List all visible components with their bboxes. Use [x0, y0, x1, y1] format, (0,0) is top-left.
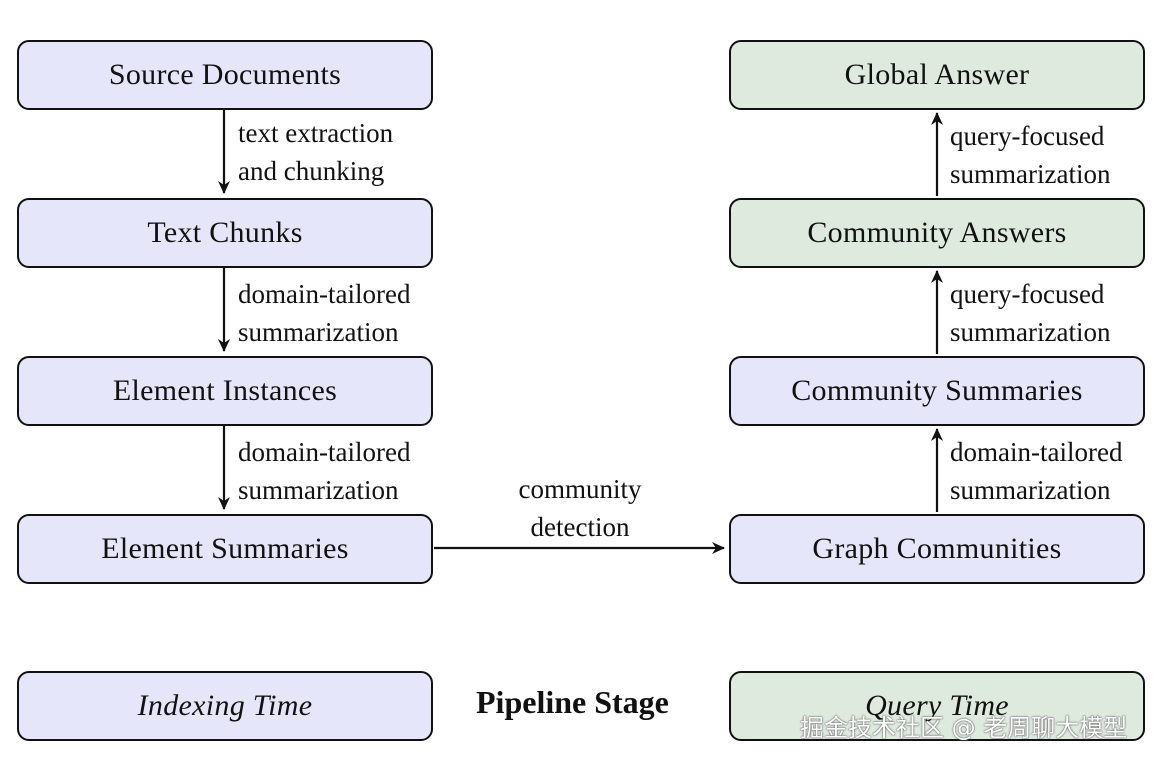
edge-label-chunks-summarization: domain-tailored summarization — [238, 275, 410, 351]
edge-label-line: and chunking — [238, 156, 385, 186]
edge-label-line: summarization — [238, 317, 399, 347]
edge-label-line: summarization — [950, 159, 1111, 189]
node-global-answer: Global Answer — [729, 40, 1145, 110]
edge-label-line: domain-tailored — [238, 279, 411, 309]
node-graph-communities: Graph Communities — [729, 514, 1145, 584]
watermark-text: 掘金技术社区 @ 老周聊大模型 — [800, 714, 1128, 742]
edge-label-line: detection — [530, 512, 630, 542]
edge-label-line: domain-tailored — [238, 437, 411, 467]
legend-pipeline-stage: Pipeline Stage — [476, 684, 669, 720]
legend-indexing-time: Indexing Time — [17, 671, 433, 741]
edge-label-line: domain-tailored — [950, 437, 1123, 467]
edge-label-text-extraction: text extraction and chunking — [238, 114, 393, 190]
node-text-chunks: Text Chunks — [17, 198, 433, 268]
edge-label-community-detection: community detection — [480, 470, 680, 546]
edge-label-line: summarization — [950, 317, 1111, 347]
node-community-summaries: Community Summaries — [729, 356, 1145, 426]
edge-label-communities-summarization: domain-tailored summarization — [950, 433, 1122, 509]
edge-label-line: query-focused — [950, 279, 1105, 309]
node-source-documents: Source Documents — [17, 40, 433, 110]
edge-label-summaries-query-focused: query-focused summarization — [950, 275, 1110, 351]
edge-label-line: summarization — [950, 475, 1111, 505]
edge-label-line: summarization — [238, 475, 399, 505]
node-element-instances: Element Instances — [17, 356, 433, 426]
edge-label-line: query-focused — [950, 121, 1105, 151]
edge-label-instances-summarization: domain-tailored summarization — [238, 433, 410, 509]
node-element-summaries: Element Summaries — [17, 514, 433, 584]
edge-label-answers-query-focused: query-focused summarization — [950, 117, 1110, 193]
edge-label-line: community — [518, 474, 642, 504]
node-community-answers: Community Answers — [729, 198, 1145, 268]
edge-label-line: text extraction — [238, 118, 394, 148]
legend-query-time: Query Time — [729, 671, 1145, 741]
